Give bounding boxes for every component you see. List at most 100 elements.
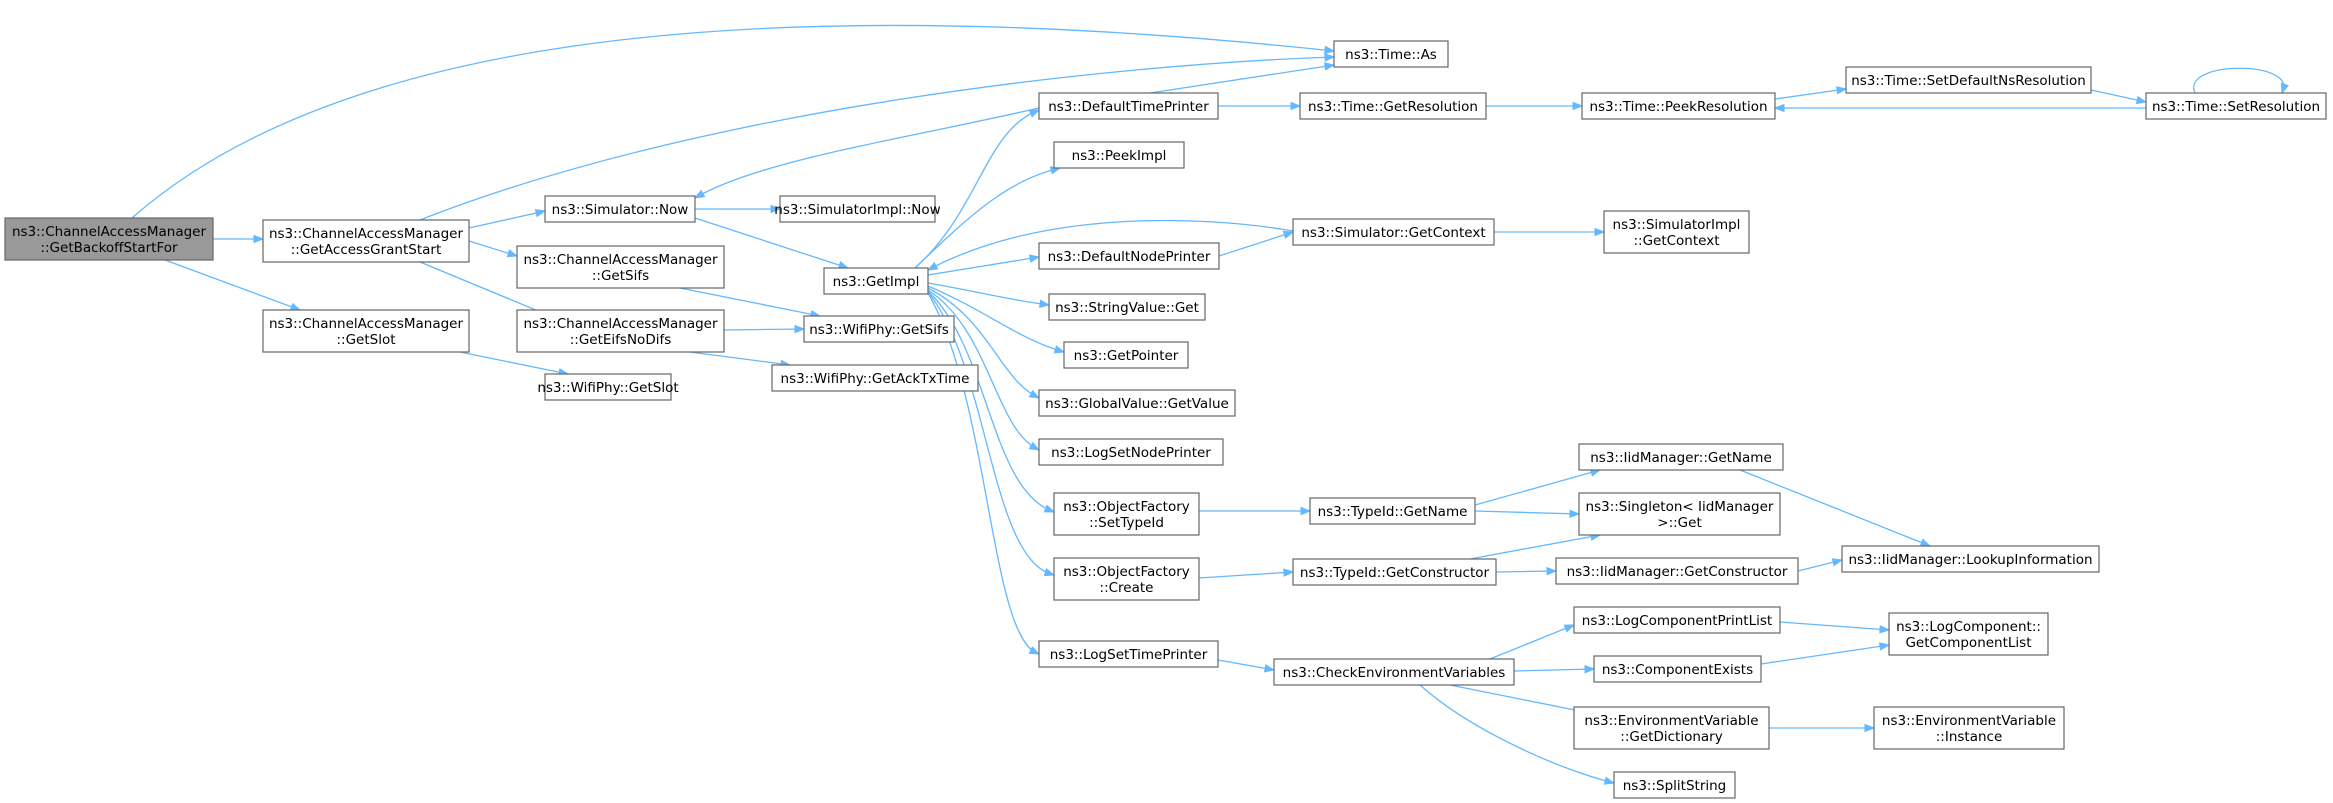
- node-lstp[interactable]: ns3::LogSetTimePrinter: [1038, 640, 1219, 668]
- node-ofsti[interactable]: ns3::ObjectFactory::SetTypeId: [1053, 492, 1200, 536]
- node-box: [1845, 66, 2092, 94]
- edge-geifs-to-wgsifs: [723, 324, 806, 334]
- node-box: [1273, 658, 1515, 686]
- node-gimpl[interactable]: ns3::GetImpl: [823, 267, 929, 295]
- edge-arrowhead: [1878, 642, 1891, 651]
- node-ofcr[interactable]: ns3::ObjectFactory::Create: [1053, 557, 1200, 601]
- node-box: [1053, 492, 1200, 536]
- node-sinow[interactable]: ns3::SimulatorImpl::Now: [774, 195, 941, 223]
- node-tgres[interactable]: ns3::Time::GetResolution: [1299, 92, 1487, 120]
- node-label-line: ::GetContext: [1633, 233, 1719, 249]
- node-label-line: ns3::GetPointer: [1074, 348, 1179, 364]
- edge-arrowhead: [1919, 538, 1932, 547]
- edge-arrowhead: [534, 208, 547, 218]
- edge-arrowhead: [1773, 103, 1785, 113]
- node-tpres[interactable]: ns3::Time::PeekResolution: [1581, 92, 1776, 120]
- edge-arrowhead: [289, 302, 302, 311]
- edge-iigname-to-iilookup: [1739, 469, 1932, 547]
- node-gvget[interactable]: ns3::GlobalValue::GetValue: [1038, 389, 1236, 417]
- edge-tsres-to-tpres: [1773, 103, 2146, 113]
- node-iigname[interactable]: ns3::IidManager::GetName: [1578, 443, 1784, 471]
- node-lcpl[interactable]: ns3::LogComponentPrintList: [1573, 606, 1781, 634]
- edge-line: [1149, 64, 1335, 94]
- edge-dtp-to-snow: [693, 107, 1040, 199]
- node-label-line: ns3::LogComponentPrintList: [1582, 613, 1772, 629]
- edge-arrowhead: [506, 249, 519, 258]
- node-label-line: ns3::Time::As: [1345, 47, 1437, 63]
- edge-tpres-to-tsdnr: [1774, 86, 1848, 100]
- edge-cev-to-lcpl: [1489, 624, 1576, 660]
- node-split[interactable]: ns3::SplitString: [1613, 771, 1736, 799]
- node-evgd[interactable]: ns3::EnvironmentVariable::GetDictionary: [1573, 706, 1770, 750]
- edge-line: [1779, 621, 1890, 631]
- node-label-line: ns3::ComponentExists: [1602, 662, 1753, 678]
- node-tas[interactable]: ns3::Time::As: [1333, 40, 1449, 68]
- edge-gimpl-to-gptr: [927, 285, 1066, 354]
- node-gags[interactable]: ns3::ChannelAccessManager::GetAccessGran…: [262, 219, 470, 263]
- node-box: [1292, 558, 1497, 586]
- node-iilookup[interactable]: ns3::IidManager::LookupInformation: [1841, 545, 2100, 573]
- node-singget[interactable]: ns3::Singleton< IidManager >::Get: [1578, 492, 1781, 536]
- node-gsifs[interactable]: ns3::ChannelAccessManager::GetSifs: [516, 245, 725, 289]
- node-label-line: >::Get: [1657, 515, 1701, 531]
- node-tigname[interactable]: ns3::TypeId::GetName: [1309, 497, 1476, 525]
- node-label-line: ns3::Time::PeekResolution: [1589, 99, 1767, 115]
- node-evinst[interactable]: ns3::EnvironmentVariable::Instance: [1873, 706, 2065, 750]
- node-snow[interactable]: ns3::Simulator::Now: [544, 195, 696, 223]
- node-wgslot[interactable]: ns3::WifiPhy::GetSlot: [537, 373, 679, 401]
- node-svget[interactable]: ns3::StringValue::Get: [1048, 293, 1206, 321]
- edge-ofcr-to-tigcons: [1198, 568, 1295, 579]
- node-wgack[interactable]: ns3::WifiPhy::GetAckTxTime: [771, 364, 979, 392]
- edge-line: [419, 56, 1335, 221]
- node-tigcons[interactable]: ns3::TypeId::GetConstructor: [1292, 558, 1497, 586]
- edge-arrowhead: [794, 324, 806, 334]
- node-wgsifs[interactable]: ns3::WifiPhy::GetSifs: [803, 315, 955, 343]
- edge-line: [1739, 469, 1931, 547]
- node-peek[interactable]: ns3::PeekImpl: [1053, 141, 1185, 169]
- node-lsnp[interactable]: ns3::LogSetNodePrinter: [1038, 438, 1224, 466]
- edge-arrowhead: [1053, 345, 1066, 354]
- node-lcgcl[interactable]: ns3::LogComponent::GetComponentList: [1888, 612, 2049, 656]
- node-sgctx[interactable]: ns3::Simulator::GetContext: [1292, 218, 1495, 246]
- edge-arrowhead: [1594, 227, 1606, 237]
- edge-lstp-to-cev: [1217, 659, 1276, 673]
- edge-arrowhead: [926, 261, 939, 271]
- edge-tigcons-to-singget: [1469, 532, 1602, 560]
- node-label-line: ns3::StringValue::Get: [1055, 300, 1199, 316]
- edge-arrowhead: [1572, 101, 1584, 111]
- node-label-line: ns3::ChannelAccessManager: [523, 252, 718, 268]
- node-sigctx[interactable]: ns3::SimulatorImpl::GetContext: [1603, 210, 1750, 254]
- node-dnp[interactable]: ns3::DefaultNodePrinter: [1038, 242, 1220, 270]
- edge-arrowhead: [1864, 723, 1876, 733]
- node-label-line: ns3::Singleton< IidManager: [1586, 499, 1774, 515]
- node-cev[interactable]: ns3::CheckEnvironmentVariables: [1273, 658, 1515, 686]
- node-dtp[interactable]: ns3::DefaultTimePrinter: [1038, 92, 1219, 120]
- node-box: [1573, 606, 1781, 634]
- edge-line: [689, 351, 791, 366]
- edge-cev-to-split: [1419, 684, 1616, 785]
- edge-gimpl-to-lsnp: [927, 289, 1041, 451]
- edge-tsres-to-tsres: [2193, 67, 2289, 95]
- edge-arrowhead: [1546, 566, 1558, 576]
- node-label-line: ns3::SimulatorImpl::Now: [774, 202, 940, 218]
- node-cexists[interactable]: ns3::ComponentExists: [1593, 655, 1762, 683]
- node-geifs[interactable]: ns3::ChannelAccessManager::GetEifsNoDifs: [516, 309, 725, 353]
- edge-line: [1474, 469, 1601, 506]
- node-root[interactable]: ns3::ChannelAccessManager::GetBackoffSta…: [4, 217, 214, 261]
- node-tsdnr[interactable]: ns3::Time::SetDefaultNsResolution: [1845, 66, 2092, 94]
- edge-arrowhead: [1324, 53, 1336, 62]
- node-gptr[interactable]: ns3::GetPointer: [1063, 341, 1189, 369]
- node-box: [803, 315, 955, 343]
- node-box: [1573, 706, 1770, 750]
- node-iigcons[interactable]: ns3::IidManager::GetConstructor: [1555, 557, 1799, 585]
- node-label-line: ns3::Simulator::GetContext: [1301, 225, 1485, 241]
- edge-line: [927, 289, 1040, 451]
- edge-gslot-to-wgslot: [459, 351, 570, 377]
- edge-arrowhead: [1831, 558, 1844, 567]
- node-gslot[interactable]: ns3::ChannelAccessManager::GetSlot: [262, 309, 470, 353]
- node-tsres[interactable]: ns3::Time::SetResolution: [2145, 92, 2327, 120]
- node-box: [1333, 40, 1449, 68]
- node-box: [4, 217, 214, 261]
- node-label-line: ns3::ObjectFactory: [1063, 564, 1190, 580]
- edge-line: [2193, 67, 2285, 94]
